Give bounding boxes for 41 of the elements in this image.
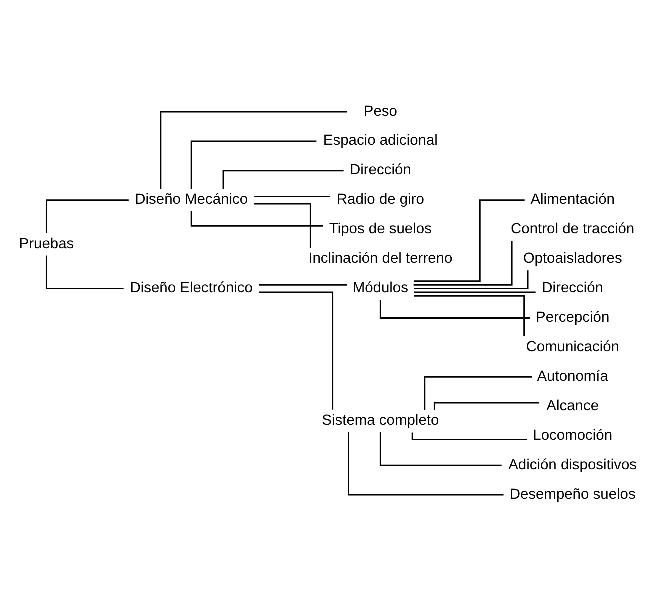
connector	[380, 432, 502, 466]
connector	[414, 200, 525, 282]
connector	[434, 402, 540, 410]
node-text: Desempeño suelos	[510, 486, 636, 503]
connector	[254, 196, 331, 198]
connector	[414, 270, 529, 290]
node-text: Comunicación	[526, 340, 620, 356]
connector	[380, 300, 530, 319]
connector	[348, 432, 504, 496]
connector	[190, 140, 317, 189]
connector	[424, 376, 532, 410]
node-text: Peso	[364, 104, 398, 120]
node-text: Percepción	[536, 310, 610, 326]
connector	[160, 111, 348, 190]
node-text: Control de tracción	[511, 222, 635, 238]
node-text: Dirección	[542, 280, 604, 297]
node-text: Radio de giro	[336, 192, 424, 208]
node-text: Adición dispositivos	[508, 457, 638, 474]
node-text: Tipos de suelos	[329, 222, 432, 238]
node-text: Dirección	[350, 162, 412, 179]
node-text: Módulos	[352, 280, 408, 297]
connector	[222, 170, 344, 190]
node-text: Alimentación	[530, 192, 615, 208]
connector	[259, 292, 334, 410]
connector	[414, 292, 536, 294]
node-text: Locomoción	[533, 428, 613, 444]
node-text: Sistema completo	[322, 413, 440, 430]
node-text: Alcance	[546, 398, 600, 414]
node-text: Pruebas	[19, 236, 74, 252]
connector	[254, 203, 312, 248]
node-text: Diseño Electrónico	[130, 280, 253, 297]
connector	[259, 284, 348, 286]
node-text: Autonomía	[537, 368, 608, 385]
connector	[46, 200, 129, 234]
node-text: Inclinación del terreno	[308, 251, 453, 268]
node-text: Optoaisladores	[523, 251, 622, 268]
connector	[414, 295, 526, 336]
node-text: Espacio adicional	[323, 133, 438, 150]
connector	[414, 241, 513, 286]
node-text: Diseño Mecánico	[135, 192, 248, 208]
connector	[46, 256, 124, 290]
